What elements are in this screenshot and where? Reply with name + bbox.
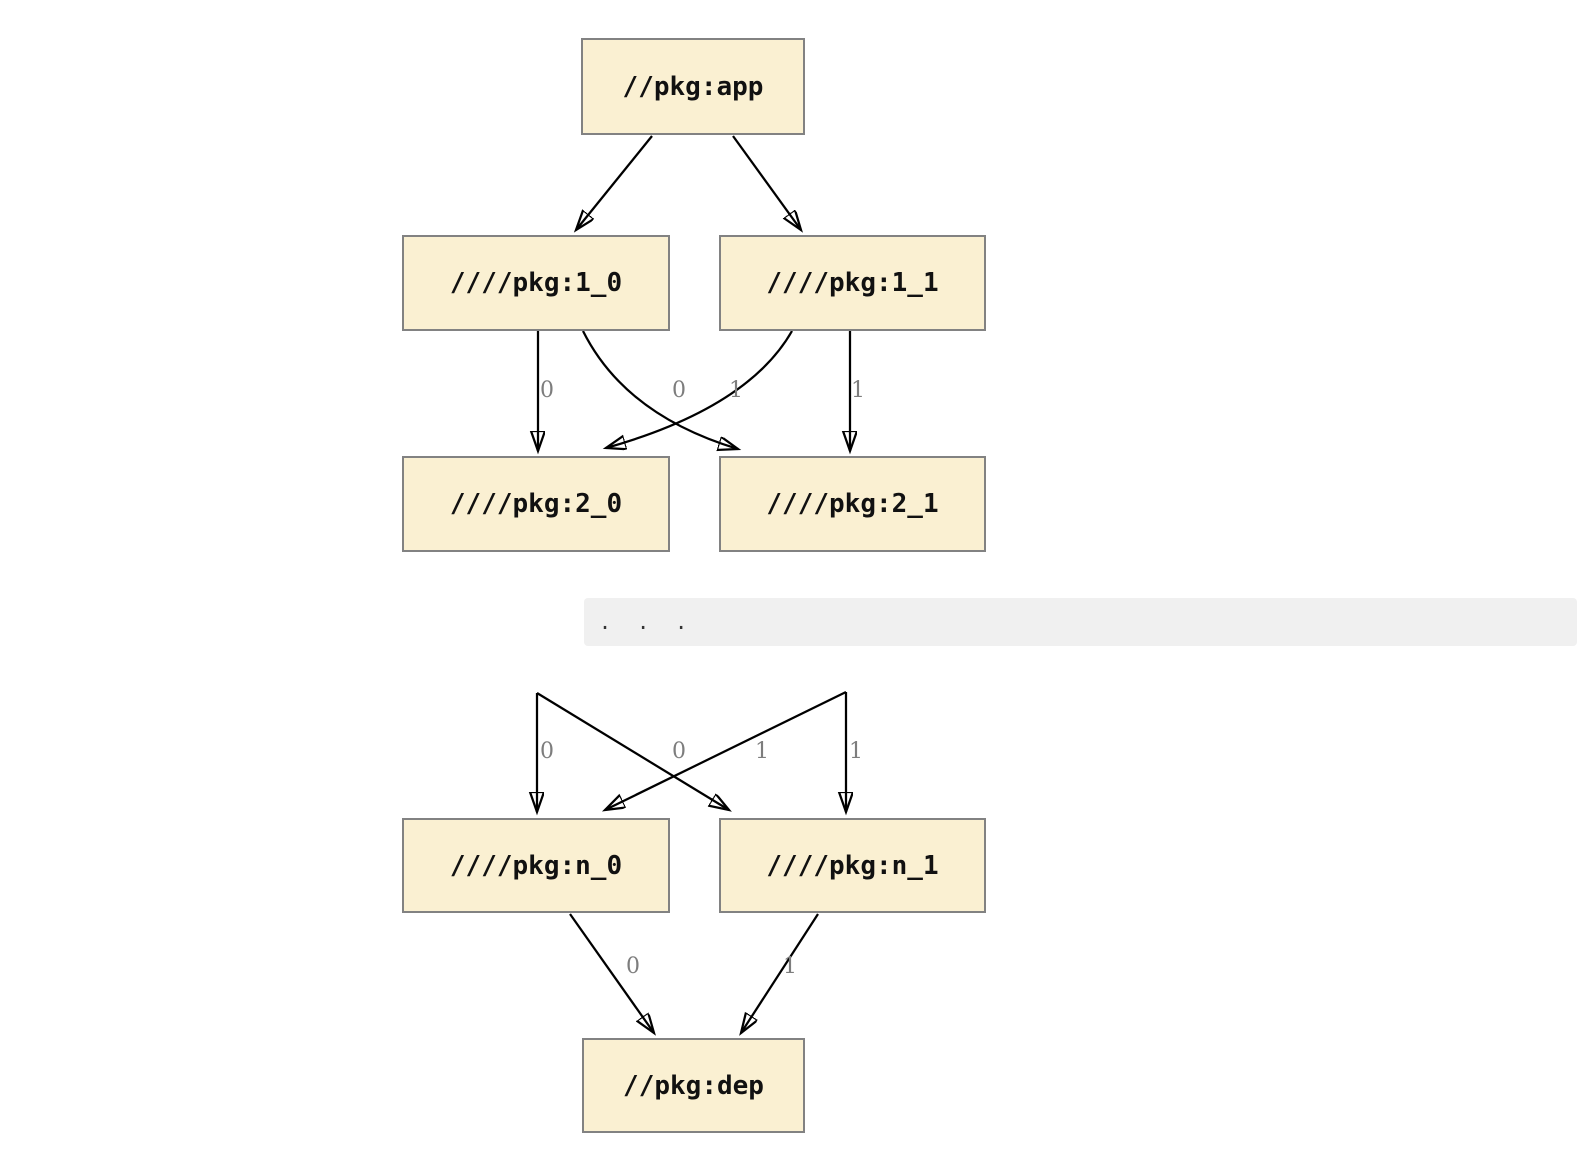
node-pkg-dep-label: //pkg:dep [623,1070,764,1101]
edge-app-to-1_1 [732,135,801,230]
edge-label-n_1-dep: 1 [783,954,797,979]
edge-n_0-to-dep [569,913,654,1033]
edge-prev2-to-n_0 [605,690,847,810]
edge-label-prev-n_1: 1 [755,739,769,764]
node-pkg-app: //pkg:app [581,38,805,135]
node-pkg-app-label: //pkg:app [622,71,764,102]
node-pkg-2_0-label: ////pkg:2_0 [449,489,623,519]
edge-label-n_0-dep: 0 [626,954,640,979]
node-pkg-1_0: ////pkg:1_0 [402,235,670,331]
node-pkg-1_0-label: ////pkg:1_0 [449,268,623,298]
edge-label-prev2-n_1: 1 [849,739,863,764]
ellipsis-code-band: . . . [584,598,1577,646]
node-pkg-1_1: ////pkg:1_1 [719,235,986,331]
edge-label-1_0-2_0: 0 [540,378,554,403]
edge-app-to-1_0 [576,135,653,230]
node-pkg-2_0: ////pkg:2_0 [402,456,670,552]
node-pkg-n_1-label: ////pkg:n_1 [766,850,939,881]
edge-1_1-to-2_0 [606,330,793,448]
edge-label-1_1-2_0: 0 [672,378,686,403]
node-pkg-2_1-label: ////pkg:2_1 [766,489,939,519]
edge-label-1_1-2_1: 1 [851,378,865,403]
node-pkg-n_0: ////pkg:n_0 [402,818,670,913]
node-pkg-dep: //pkg:dep [582,1038,805,1133]
edge-label-prev2-n_0: 0 [672,739,686,764]
edge-label-1_0-2_1: 1 [729,378,743,403]
node-pkg-n_1: ////pkg:n_1 [719,818,986,913]
edge-label-prev-n_0: 0 [540,739,554,764]
node-pkg-1_1-label: ////pkg:1_1 [766,268,939,298]
edge-1_0-to-2_1 [581,330,738,449]
node-pkg-n_0-label: ////pkg:n_0 [449,850,623,881]
edge-prev-to-n_1 [536,692,729,810]
ellipsis-text: . . . [599,610,695,634]
edge-n_1-to-dep [741,913,819,1033]
node-pkg-2_1: ////pkg:2_1 [719,456,986,552]
